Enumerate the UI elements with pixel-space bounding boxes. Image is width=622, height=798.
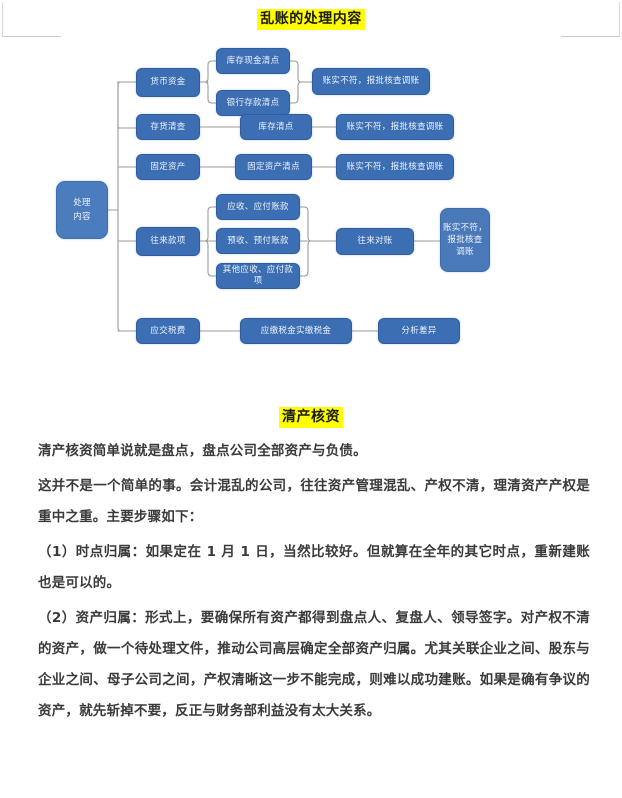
node-tax-payable-vs-paid[interactable]: 应缴税金实缴税金 — [240, 318, 352, 344]
node-inventory-result[interactable]: 账实不符，报批核查调账 — [336, 114, 454, 140]
article-body: 清产核资简单说就是盘点，盘点公司全部资产与负债。 这并不是一个简单的事。会计混乱… — [38, 436, 590, 727]
node-receivables-result-line1: 账实不符， — [443, 223, 488, 233]
node-root-line2: 内容 — [73, 212, 91, 222]
node-branch-currency[interactable]: 货币资金 — [136, 68, 200, 97]
node-branch-tax[interactable]: 应交税费 — [136, 318, 200, 344]
node-branch-inventory[interactable]: 存货清查 — [136, 114, 200, 140]
node-other-receivables-payables[interactable]: 其他应收、应付款项 — [216, 263, 300, 289]
paragraph: （1）时点归属：如果定在 1 月 1 日，当然比较好。但就算在全年的其它时点，重… — [38, 544, 590, 591]
node-receivables-result-line2: 报批核查 — [447, 235, 483, 245]
node-cash-count[interactable]: 库存现金清点 — [216, 48, 290, 74]
paragraph: 这并不是一个简单的事。会计混乱的公司，往往资产管理混乱、产权不清，理清资产产权是… — [38, 478, 590, 525]
node-inventory-count[interactable]: 库存清点 — [240, 114, 312, 140]
node-receivables-result-line3: 调账 — [456, 247, 474, 257]
diagram-connectors — [107, 60, 441, 332]
node-ar-ap[interactable]: 应收、应付账款 — [216, 194, 300, 220]
node-receivables-result[interactable]: 账实不符， 报批核查 调账 — [440, 208, 490, 272]
node-root-line1: 处理 — [73, 198, 91, 208]
main-heading: 乱账的处理内容 — [0, 8, 622, 30]
section-heading: 清产核资 — [0, 406, 622, 428]
node-reconciliation[interactable]: 往来对账 — [336, 228, 414, 255]
flow-diagram: 处理 内容 货币资金 库存现金清点 银行存款清点 账实不符，报批核查调账 存货清… — [0, 36, 622, 366]
node-root-processing-content[interactable]: 处理 内容 — [56, 181, 108, 239]
node-fixed-assets-count[interactable]: 固定资产清点 — [235, 154, 312, 180]
node-currency-result[interactable]: 账实不符，报批核查调账 — [312, 68, 430, 95]
main-heading-text: 乱账的处理内容 — [257, 9, 365, 30]
node-branch-receivables[interactable]: 往来款项 — [136, 227, 200, 256]
section-heading-text: 清产核资 — [279, 407, 343, 428]
paragraph: 清产核资简单说就是盘点，盘点公司全部资产与负债。 — [38, 443, 367, 459]
paragraph: （2）资产归属：形式上，要确保所有资产都得到盘点人、复盘人、领导签字。对产权不清… — [38, 610, 590, 719]
node-branch-fixed-assets[interactable]: 固定资产 — [136, 154, 200, 180]
node-bank-deposit-count[interactable]: 银行存款清点 — [216, 90, 290, 116]
node-fixed-assets-result[interactable]: 账实不符，报批核查调账 — [336, 154, 454, 180]
node-variance-analysis[interactable]: 分析差异 — [378, 318, 460, 344]
node-advance-receipts-payments[interactable]: 预收、预付账款 — [216, 228, 300, 254]
